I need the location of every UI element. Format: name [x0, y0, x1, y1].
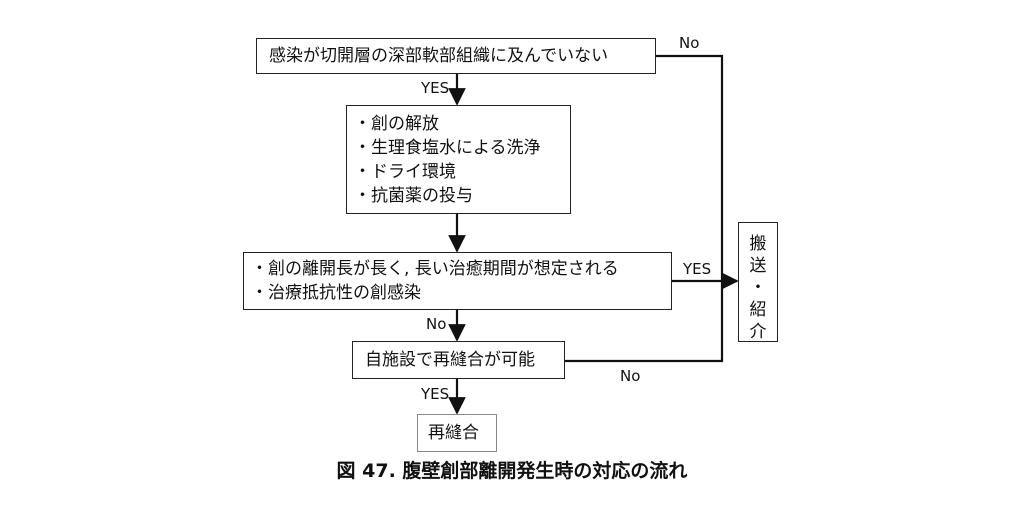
depth-check-box: 感染が切開層の深部軟部組織に及んでいない — [256, 38, 656, 74]
resuture-box: 再縫合 — [417, 414, 497, 452]
depth-check-text: 感染が切開層の深部軟部組織に及んでいない — [269, 46, 609, 66]
long-healing-box: ・創の離開長が長く, 長い治癒期間が想定される ・治療抵抗性の創感染 — [243, 252, 672, 310]
transfer-text: 搬 送 ・ 紹 介 — [739, 233, 777, 343]
wound-care-box: ・創の解放 ・生理食塩水による洗浄 ・ドライ環境 ・抗菌薬の投与 — [346, 105, 571, 214]
label-yes-2: YES — [421, 385, 450, 403]
label-no-top: No — [679, 34, 700, 52]
label-no-bottom: No — [620, 367, 641, 385]
label-no-mid: No — [426, 315, 447, 333]
label-yes-1: YES — [421, 79, 450, 97]
resuture-text: 再縫合 — [428, 423, 479, 443]
transfer-char: 搬 — [749, 234, 767, 254]
path-no-top — [655, 54, 724, 281]
figure-caption: 図 47. 腹壁創部離開発生時の対応の流れ — [336, 460, 688, 482]
wound-care-item: ・ドライ環境 — [354, 162, 456, 182]
wound-care-item: ・生理食塩水による洗浄 — [354, 138, 541, 158]
transfer-char: ・ — [749, 278, 767, 298]
transfer-char: 介 — [749, 322, 767, 342]
transfer-char: 送 — [749, 256, 767, 276]
long-healing-item: ・治療抵抗性の創感染 — [251, 283, 421, 303]
label-yes-right: YES — [683, 260, 712, 278]
long-healing-item: ・創の離開長が長く, 長い治癒期間が想定される — [251, 259, 619, 279]
resuture-check-text: 自施設で再縫合が可能 — [365, 350, 535, 370]
resuture-check-box: 自施設で再縫合が可能 — [352, 341, 565, 379]
wound-care-item: ・創の解放 — [354, 114, 439, 134]
transfer-box: 搬 送 ・ 紹 介 — [738, 222, 778, 342]
path-no-bottom — [564, 281, 724, 363]
wound-care-item: ・抗菌薬の投与 — [354, 186, 473, 206]
transfer-char: 紹 — [749, 300, 767, 320]
